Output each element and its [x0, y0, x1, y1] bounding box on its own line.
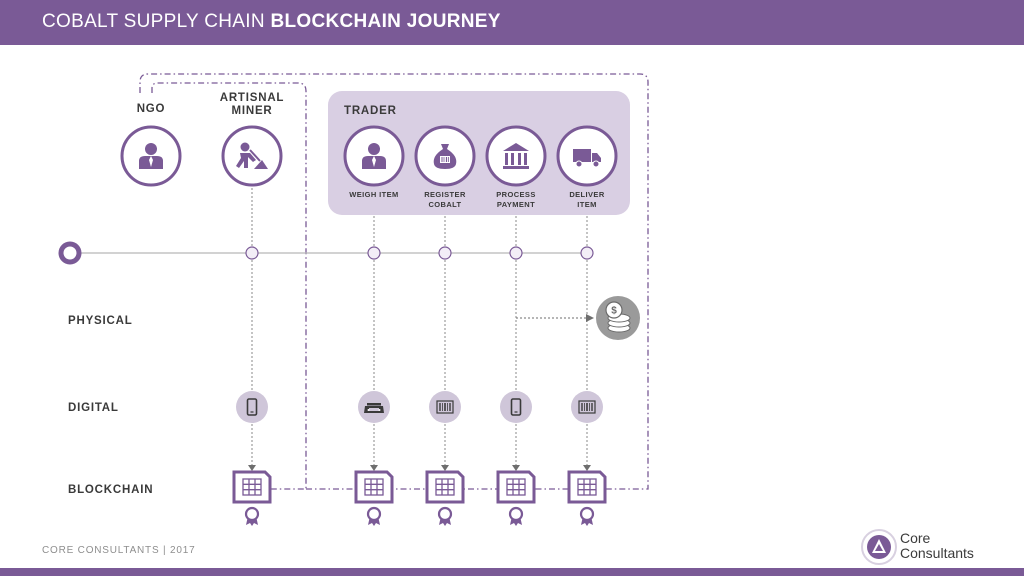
logo-line2: Consultants — [900, 545, 974, 561]
certificate-badges — [244, 506, 595, 526]
step-weigh-label: WEIGH ITEM — [349, 190, 398, 199]
timeline-start-node — [58, 241, 82, 265]
digital-barcode-2 — [571, 391, 603, 423]
blockchain-doc-3 — [425, 470, 465, 504]
page-title: COBALT SUPPLY CHAIN BLOCKCHAIN JOURNEY — [42, 11, 501, 33]
step-deliver-label-2: ITEM — [577, 200, 597, 209]
bottom-bar — [0, 568, 1024, 576]
digital-barcode-1 — [429, 391, 461, 423]
step-register-label-2: COBALT — [428, 200, 461, 209]
step-payment-label-1: PROCESS — [496, 190, 535, 199]
logo-line1: Core — [900, 530, 931, 546]
layer-physical-label: PHYSICAL — [68, 315, 133, 327]
ledger-grid-icon — [364, 478, 384, 496]
ngo-label: NGO — [137, 103, 166, 115]
core-logo-icon — [861, 529, 897, 565]
certificate-badge-icon — [508, 506, 524, 526]
blockchain-doc-5 — [567, 470, 607, 504]
core-consultants-logo: Core Consultants — [858, 526, 1008, 568]
certificate-badge-icon — [579, 506, 595, 526]
dashdot-loop-outer — [139, 73, 649, 490]
ledger-grid-icon — [577, 478, 597, 496]
truck-icon — [573, 149, 601, 168]
layer-digital-label: DIGITAL — [68, 402, 119, 414]
ledger-grid-icon — [242, 478, 262, 496]
certificate-badge-icon — [244, 506, 260, 526]
ledger-grid-icon — [506, 478, 526, 496]
miner-label-line2: MINER — [231, 105, 272, 117]
bank-icon — [503, 143, 529, 169]
step-payment-label-2: PAYMENT — [497, 200, 535, 209]
svg-text:$: $ — [611, 306, 617, 317]
blockchain-arrowheads — [248, 465, 591, 471]
person-icon — [362, 143, 386, 169]
miner-shovel-icon — [236, 142, 268, 169]
step-register-node — [414, 125, 476, 187]
digital-phone-1 — [236, 391, 268, 423]
blockchain-doc-1 — [232, 470, 272, 504]
vertical-dotted-connectors — [251, 188, 588, 468]
blockchain-doc-4 — [496, 470, 536, 504]
header-bar: COBALT SUPPLY CHAIN BLOCKCHAIN JOURNEY — [0, 0, 1024, 45]
step-register-label-1: REGISTER — [424, 190, 466, 199]
footer-text: CORE CONSULTANTS | 2017 — [42, 545, 196, 556]
miner-node — [221, 125, 283, 187]
phone-icon — [246, 398, 258, 416]
title-bold: BLOCKCHAIN JOURNEY — [270, 11, 501, 32]
logo-text: Core Consultants — [900, 531, 974, 561]
step-deliver-node — [556, 125, 618, 187]
certificate-badge-icon — [366, 506, 382, 526]
step-deliver-label-1: DELIVER — [569, 190, 604, 199]
money-bag-icon — [433, 144, 457, 169]
digital-phone-2 — [500, 391, 532, 423]
person-icon — [139, 143, 163, 169]
miner-label-line1: ARTISNAL — [220, 92, 285, 104]
barcode-icon — [436, 400, 454, 414]
dashdot-loop-inner — [151, 82, 307, 490]
blockchain-doc-2 — [354, 470, 394, 504]
title-light: COBALT SUPPLY CHAIN — [42, 11, 271, 32]
trader-box — [328, 91, 630, 215]
ngo-node — [120, 125, 182, 187]
barcode-icon — [578, 400, 596, 414]
certificate-badge-icon — [437, 506, 453, 526]
layer-blockchain-label: BLOCKCHAIN — [68, 484, 153, 496]
ledger-grid-icon — [435, 478, 455, 496]
step-weigh-node — [343, 125, 405, 187]
digital-scale — [358, 391, 390, 423]
step-payment-node — [485, 125, 547, 187]
coins-icon: $ — [596, 296, 640, 340]
phone-icon — [510, 398, 522, 416]
trader-label: TRADER — [344, 105, 397, 117]
timeline-nodes — [245, 246, 594, 260]
scale-icon — [364, 403, 384, 413]
